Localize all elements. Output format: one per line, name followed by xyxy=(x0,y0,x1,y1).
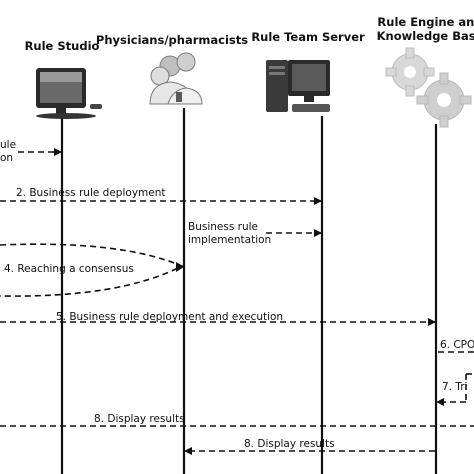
actor-title-physicians: Physicians/pharmacists xyxy=(96,33,248,47)
actor-title-team-server: Rule Team Server xyxy=(251,30,365,44)
server-computer-icon xyxy=(266,60,330,112)
message-6-label: 6. CPOE xyxy=(440,339,474,351)
gears-icon xyxy=(385,47,472,128)
message-4-arrowhead xyxy=(176,262,184,272)
message-4-label: 4. Reaching a consensus xyxy=(4,263,134,275)
message-3-label-1: Business rule xyxy=(188,221,258,233)
message-2-label: 2. Business rule deployment xyxy=(16,187,166,199)
actor-title-engine-2: Knowledge Base xyxy=(377,29,474,43)
actor-title-rule-studio: Rule Studio xyxy=(25,39,100,53)
physicians-group-icon xyxy=(149,52,203,105)
message-5-label: 5. Business rule deployment and executio… xyxy=(56,311,283,323)
message-8a-label: 8. Display results xyxy=(94,413,185,425)
message-3-label-2: implementation xyxy=(188,234,271,246)
message-7-label: 7. Tri xyxy=(442,381,467,393)
actor-title-engine-1: Rule Engine and xyxy=(377,15,474,29)
computer-monitor-icon xyxy=(36,68,102,119)
message-1-label-1: ule xyxy=(0,139,16,151)
message-1-label-2: on xyxy=(0,152,13,164)
message-8b-label: 8. Display results xyxy=(244,438,335,450)
